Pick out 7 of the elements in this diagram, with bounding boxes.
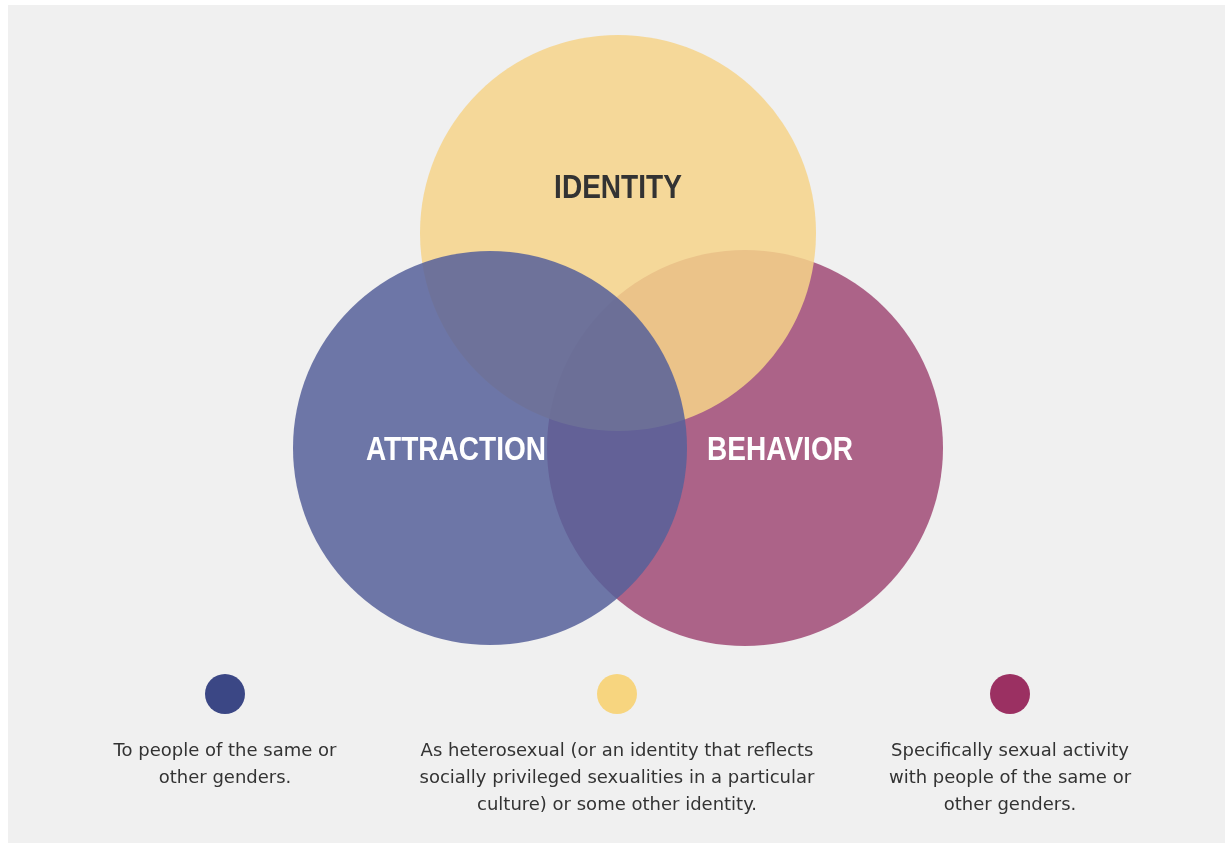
legend-text: To people of the same or other genders. [112, 738, 338, 789]
circle-title: BEHAVIOR [707, 430, 853, 468]
legend-text: As heterosexual (or an identity that reflects socially privileged sexualities in a particular culture) or some other identity. [418, 738, 816, 816]
legend-text: Specifically sexual activity with people of the same or other genders. [887, 738, 1133, 816]
circle-title: ATTRACTION [365, 430, 547, 468]
venn-circle [293, 251, 687, 645]
circle-title: IDENTITY [554, 168, 682, 206]
